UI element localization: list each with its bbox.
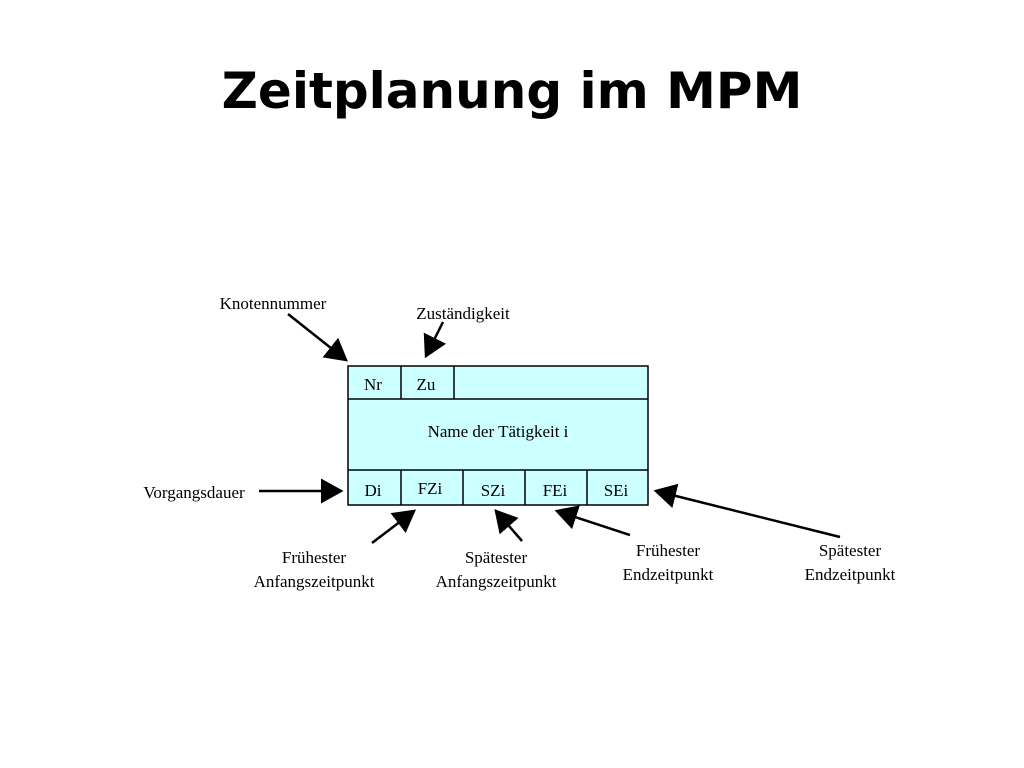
arrow-se (653, 483, 841, 539)
label-zustaendigkeit: Zuständigkeit (416, 304, 510, 323)
node-box: Nr Zu Name der Tätigkeit i Di FZi SZi FE… (347, 365, 649, 506)
slide-title: Zeitplanung im MPM (221, 62, 803, 120)
cell-fzi: FZi (418, 479, 443, 498)
cell-sei: SEi (604, 481, 629, 500)
cell-szi: SZi (481, 481, 506, 500)
label-fz-line2: Anfangszeitpunkt (254, 572, 375, 591)
cell-zu: Zu (417, 375, 436, 394)
node-outline (347, 365, 649, 506)
label-sz-line1: Spätester (465, 548, 528, 567)
label-knotennummer: Knotennummer (220, 294, 327, 313)
label-se-line2: Endzeitpunkt (805, 565, 896, 584)
arrow-fz (371, 509, 416, 544)
label-fe-line2: Endzeitpunkt (623, 565, 714, 584)
arrow-zustaendigkeit (423, 321, 447, 359)
label-fe-line1: Frühester (636, 541, 701, 560)
activity-name: Name der Tätigkeit i (428, 422, 569, 441)
cell-nr: Nr (364, 375, 382, 394)
cell-fei: FEi (543, 481, 568, 500)
label-fz-line1: Frühester (282, 548, 347, 567)
label-vorgangsdauer: Vorgangsdauer (143, 483, 245, 502)
cell-di: Di (365, 481, 382, 500)
arrow-fe (554, 505, 631, 537)
label-sz-line2: Anfangszeitpunkt (436, 572, 557, 591)
arrow-sz (494, 509, 523, 542)
arrow-knotennummer (287, 313, 348, 362)
label-se-line1: Spätester (819, 541, 882, 560)
